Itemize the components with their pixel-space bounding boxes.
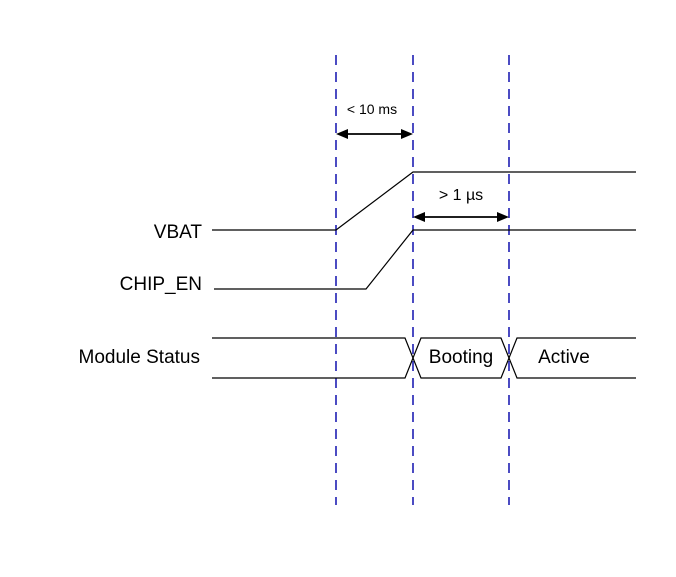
vbat-label: VBAT bbox=[154, 222, 203, 243]
min-delay-arrow-left bbox=[413, 212, 425, 222]
max-delay-label: < 10 ms bbox=[347, 101, 397, 117]
bus-bottom-line bbox=[212, 337, 636, 379]
max-delay-dimension bbox=[336, 129, 413, 139]
bus-top-line bbox=[212, 337, 636, 379]
module-status-label: Module Status bbox=[79, 347, 200, 368]
booting-state-label: Booting bbox=[429, 347, 493, 368]
active-state-label: Active bbox=[538, 347, 590, 368]
chip-en-waveform bbox=[214, 229, 636, 290]
max-delay-arrow-left bbox=[336, 129, 348, 139]
min-delay-dimension bbox=[413, 212, 509, 222]
min-delay-label: > 1 µs bbox=[439, 187, 483, 204]
max-delay-arrow-right bbox=[401, 129, 413, 139]
min-delay-arrow-right bbox=[497, 212, 509, 222]
module-status-bus bbox=[212, 337, 636, 379]
vbat-waveform bbox=[212, 171, 636, 231]
chip-en-label: CHIP_EN bbox=[120, 274, 202, 295]
